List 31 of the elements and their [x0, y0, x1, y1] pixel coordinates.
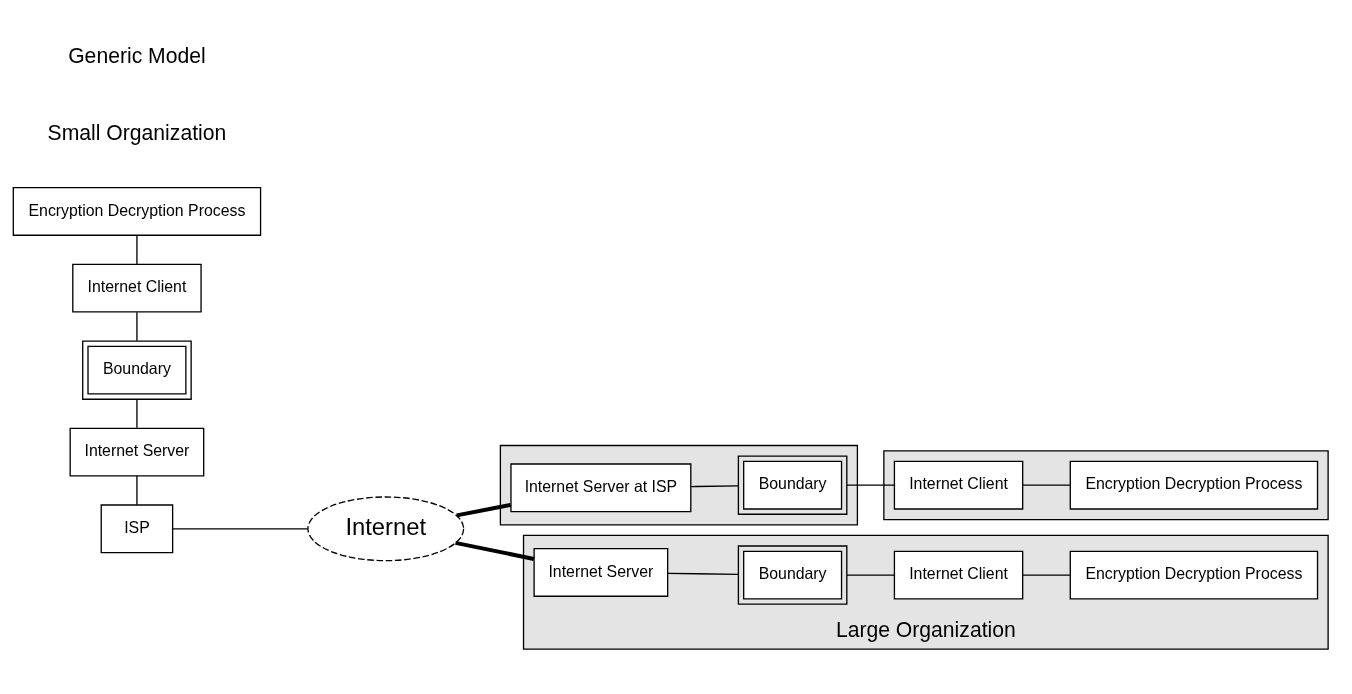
node-box: Internet Client	[72, 263, 202, 313]
connector	[136, 398, 138, 429]
connector	[846, 484, 895, 486]
connector	[136, 311, 138, 342]
connector	[455, 540, 535, 561]
label: Small Organization	[47, 120, 227, 144]
connector	[1022, 484, 1071, 486]
connector	[1022, 574, 1071, 576]
node-box: Internet Server	[533, 548, 669, 597]
node-box: Internet Server	[69, 427, 205, 477]
cluster	[499, 444, 859, 526]
node-box: ISP	[100, 504, 174, 554]
connector	[846, 574, 895, 576]
cluster	[883, 450, 1329, 521]
node-box: Encryption Decryption Process	[1069, 460, 1319, 510]
connector	[172, 528, 309, 530]
node-box: Internet Client	[893, 550, 1024, 600]
node-box: Encryption Decryption Process	[1069, 550, 1319, 600]
node-box: Boundary	[737, 455, 848, 515]
connector	[456, 503, 512, 518]
connector	[690, 485, 739, 488]
connector	[136, 234, 138, 265]
connector	[136, 475, 138, 506]
connector	[667, 572, 739, 575]
label: Generic Model	[68, 44, 206, 68]
node-box: Internet Server at ISP	[510, 463, 692, 513]
node-box: Boundary	[737, 545, 848, 605]
node-box: Encryption Decryption Process	[12, 187, 262, 236]
node-box: Boundary	[82, 340, 192, 400]
node-ellipse: Internet	[307, 496, 465, 562]
node-box: Internet Client	[893, 460, 1024, 510]
